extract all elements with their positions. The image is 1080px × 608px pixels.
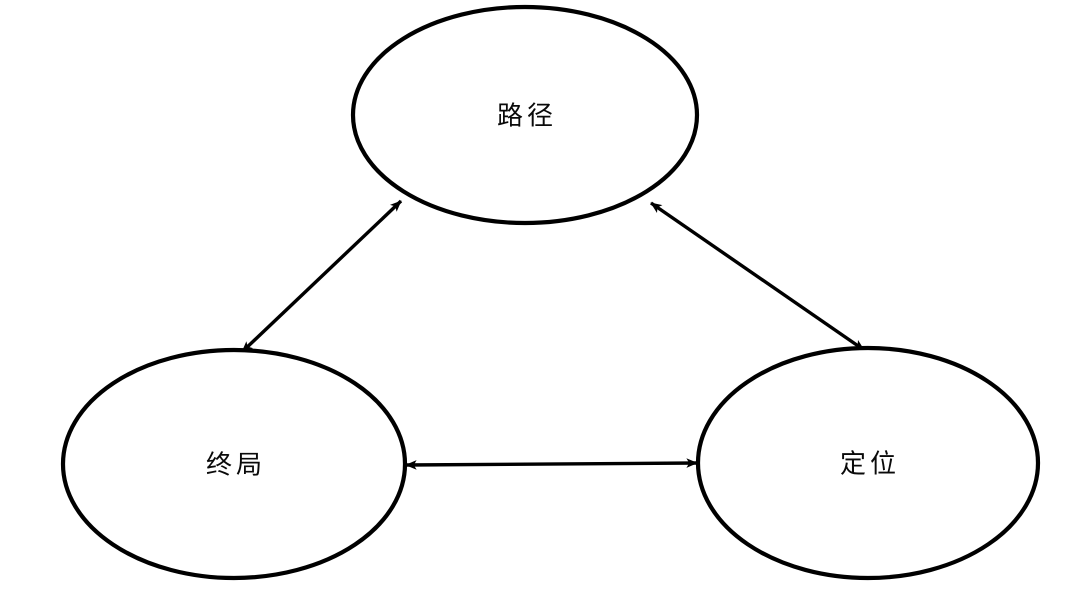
edge-path-positioning — [650, 201, 865, 352]
node-endgame-ellipse[interactable] — [60, 347, 408, 581]
node-positioning-ellipse[interactable] — [695, 345, 1041, 581]
node-positioning-label: 定位 — [840, 450, 900, 479]
node-path[interactable]: 路径 — [350, 4, 700, 226]
node-positioning[interactable]: 定位 — [695, 345, 1041, 581]
edge-endgame-positioning — [405, 458, 698, 470]
node-endgame[interactable]: 终局 — [60, 347, 408, 581]
edge-endgame-path — [240, 199, 403, 354]
nodes-layer: 路径 终局 定位 — [60, 4, 1041, 581]
node-path-ellipse[interactable] — [350, 4, 700, 226]
node-path-label: 路径 — [497, 102, 557, 131]
edges-layer — [240, 199, 865, 470]
node-endgame-label: 终局 — [206, 451, 266, 480]
